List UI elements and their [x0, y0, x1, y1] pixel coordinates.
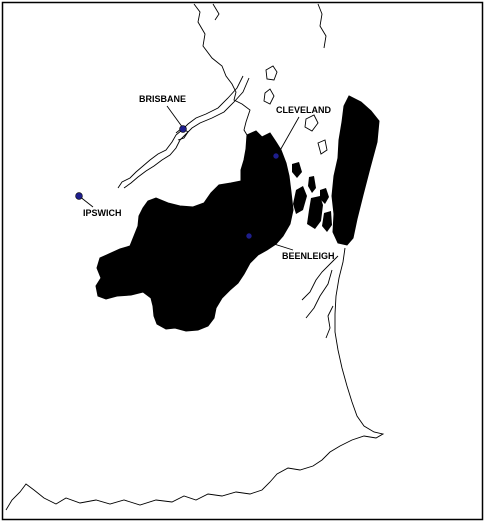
coastline: [305, 269, 333, 319]
leader-line: [251, 236, 294, 251]
coastline: [193, 3, 251, 136]
coastline: [212, 3, 220, 21]
coastline: [317, 3, 327, 49]
island-shape: [331, 95, 380, 246]
ipswich-marker[interactable]: [75, 192, 83, 200]
coastline: [5, 247, 385, 511]
island-shape: [304, 114, 319, 132]
river: [123, 77, 250, 189]
island-shape: [292, 162, 302, 178]
island-shape: [322, 211, 332, 232]
leader-line: [277, 116, 300, 155]
leader-line: [166, 105, 184, 129]
cleveland-marker[interactable]: [272, 152, 280, 160]
island-shape: [308, 176, 316, 193]
brisbane-marker[interactable]: [179, 125, 187, 133]
island-shape: [263, 88, 275, 105]
beenleigh-marker[interactable]: [245, 232, 253, 240]
shaded-region: [95, 130, 294, 332]
island-shape: [293, 186, 307, 214]
island-shape: [265, 65, 278, 81]
river: [117, 75, 244, 189]
island-shape: [307, 196, 323, 229]
coastline: [301, 255, 339, 301]
beenleigh-label: BEENLEIGH: [282, 251, 335, 261]
brisbane-label: BRISBANE: [139, 94, 186, 104]
ipswich-label: IPSWICH: [83, 208, 122, 218]
cleveland-label: CLEVELAND: [276, 105, 332, 115]
island-shape: [317, 139, 328, 155]
island-shape: [320, 188, 329, 204]
coastline: [325, 305, 334, 339]
